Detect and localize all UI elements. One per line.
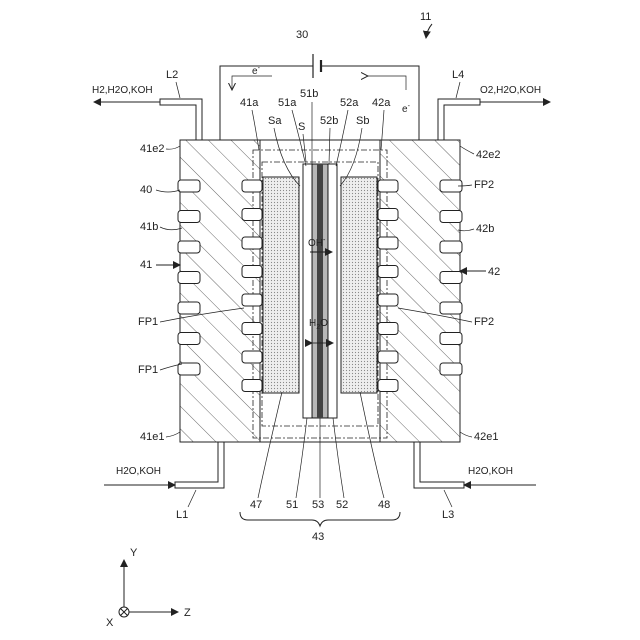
pipe-l1-leader — [188, 490, 196, 507]
anode-electrode-47 — [263, 177, 299, 393]
pipe-l4-flow: O2,H2O,KOH — [480, 85, 541, 96]
right-outer-channel — [440, 272, 462, 284]
label-48: 48 — [378, 499, 390, 511]
figure-number-leader — [426, 24, 432, 38]
leader-42e2 — [460, 146, 474, 154]
pipe-l4-leader — [456, 82, 460, 98]
label-S: S — [298, 121, 305, 133]
membrane-core — [317, 164, 323, 418]
label-41: 41 — [140, 259, 152, 271]
brace-43 — [240, 512, 400, 526]
anode-side-channel-fp1 — [242, 180, 262, 192]
cathode-side-channel-fp2 — [378, 380, 398, 392]
right-outer-channel — [440, 241, 462, 253]
pipe-l3-flow: H2O,KOH — [468, 466, 513, 477]
leader-42e1 — [460, 432, 472, 437]
label-51: 51 — [286, 499, 298, 511]
catalyst-layer-52 — [328, 164, 337, 418]
left-outer-channel — [178, 302, 200, 314]
pipe-l2-label: L2 — [166, 69, 178, 81]
label-41a: 41a — [240, 97, 259, 109]
label-42e2: 42e2 — [476, 149, 500, 161]
anode-side-channel-fp1 — [242, 266, 262, 278]
leader-41e1 — [166, 432, 180, 437]
label-42: 42 — [488, 266, 500, 278]
cathode-electrode-48 — [341, 177, 377, 393]
pipe-l3-label: L3 — [442, 509, 454, 521]
external-wire-right — [321, 66, 419, 140]
label-42a: 42a — [372, 97, 391, 109]
pipe-l1-label: L1 — [176, 509, 188, 521]
left-outer-channel — [178, 363, 200, 375]
right-outer-channel — [440, 333, 462, 345]
electron-label-right: e- — [402, 103, 411, 115]
leader-41e2 — [166, 146, 180, 149]
pipe-l2 — [160, 99, 202, 140]
axis-y-label: Y — [130, 547, 138, 559]
cathode-side-channel-fp2 — [378, 180, 398, 192]
label-Sa: Sa — [268, 115, 282, 127]
cathode-side-channel-fp2 — [378, 351, 398, 363]
pipe-l1 — [175, 442, 224, 488]
anode-side-channel-fp1 — [242, 237, 262, 249]
label-40: 40 — [140, 184, 152, 196]
electron-label-left: e- — [252, 65, 261, 77]
label-41e2: 41e2 — [140, 143, 164, 155]
axis-x-label: X — [106, 617, 114, 629]
cathode-side-channel-fp2 — [378, 266, 398, 278]
label-47: 47 — [250, 499, 262, 511]
left-outer-channel — [178, 272, 200, 284]
label-42e1: 42e1 — [474, 431, 498, 443]
cathode-side-channel-fp2 — [378, 323, 398, 335]
axis-z-label: Z — [184, 607, 191, 619]
label-41b: 41b — [140, 221, 158, 233]
electron-arrow-left — [232, 76, 272, 90]
left-outer-channel — [178, 180, 200, 192]
pipe-l4-label: L4 — [452, 69, 464, 81]
label-41e1: 41e1 — [140, 431, 164, 443]
label-fp2-lower: FP2 — [474, 316, 494, 328]
left-outer-channel — [178, 241, 200, 253]
leader-40 — [156, 190, 180, 192]
label-52: 52 — [336, 499, 348, 511]
anode-side-channel-fp1 — [242, 294, 262, 306]
cathode-side-channel-fp2 — [378, 294, 398, 306]
label-53: 53 — [312, 499, 324, 511]
label-52b: 52b — [320, 115, 338, 127]
anode-side-channel-fp1 — [242, 351, 262, 363]
label-51a: 51a — [278, 97, 297, 109]
electron-arrow-right — [368, 76, 406, 90]
label-fp2-upper: FP2 — [474, 179, 494, 191]
leader-41b — [160, 227, 182, 230]
label-fp1-lower: FP1 — [138, 364, 158, 376]
figure-number: 11 — [420, 11, 431, 23]
left-outer-channel — [178, 333, 200, 345]
cathode-side-channel-fp2 — [378, 237, 398, 249]
power-source-label: 30 — [296, 29, 308, 41]
pipe-l2-flow: H2,H2O,KOH — [92, 85, 153, 96]
label-fp1-upper: FP1 — [138, 316, 158, 328]
right-outer-channel — [440, 302, 462, 314]
label-Sb: Sb — [356, 115, 369, 127]
pipe-l4 — [438, 99, 480, 140]
right-outer-channel — [440, 363, 462, 375]
label-43: 43 — [312, 531, 324, 543]
pipe-l2-leader — [176, 82, 180, 98]
anode-side-channel-fp1 — [242, 380, 262, 392]
catalyst-layer-51 — [303, 164, 312, 418]
pipe-l3 — [414, 442, 464, 488]
cathode-side-channel-fp2 — [378, 209, 398, 221]
right-outer-channel — [440, 211, 462, 223]
anode-side-channel-fp1 — [242, 209, 262, 221]
anode-side-channel-fp1 — [242, 323, 262, 335]
label-42b: 42b — [476, 223, 494, 235]
label-51b: 51b — [300, 88, 318, 100]
pipe-l3-leader — [444, 490, 452, 507]
label-52a: 52a — [340, 97, 359, 109]
left-outer-channel — [178, 211, 200, 223]
pipe-l1-flow: H2O,KOH — [116, 466, 161, 477]
